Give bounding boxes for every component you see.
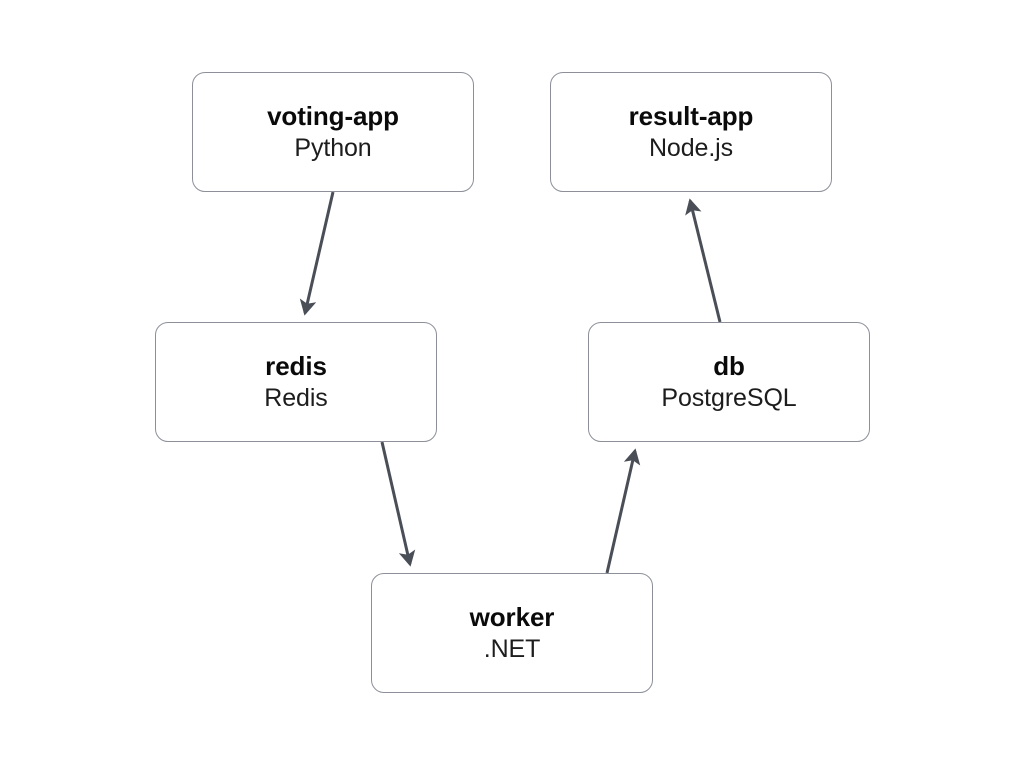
node-subtitle: Node.js — [648, 134, 734, 163]
node-title: db — [713, 350, 745, 381]
node-subtitle: .NET — [483, 635, 541, 664]
node-db[interactable]: db PostgreSQL — [588, 322, 870, 442]
node-title: result-app — [628, 100, 754, 131]
node-title: worker — [469, 601, 555, 632]
node-voting-app[interactable]: voting-app Python — [192, 72, 474, 192]
node-redis[interactable]: redis Redis — [155, 322, 437, 442]
node-subtitle: Redis — [264, 384, 328, 413]
edge-db-to-result-app — [685, 198, 722, 323]
node-worker[interactable]: worker .NET — [371, 573, 653, 693]
node-result-app[interactable]: result-app Node.js — [550, 72, 832, 192]
edge-redis-to-worker — [380, 441, 416, 567]
node-subtitle: Python — [294, 134, 372, 163]
edge-voting-app-to-redis — [299, 191, 335, 316]
edge-worker-to-db — [605, 448, 641, 574]
node-title: redis — [265, 350, 327, 381]
node-title: voting-app — [267, 100, 399, 131]
node-subtitle: PostgreSQL — [661, 384, 797, 413]
